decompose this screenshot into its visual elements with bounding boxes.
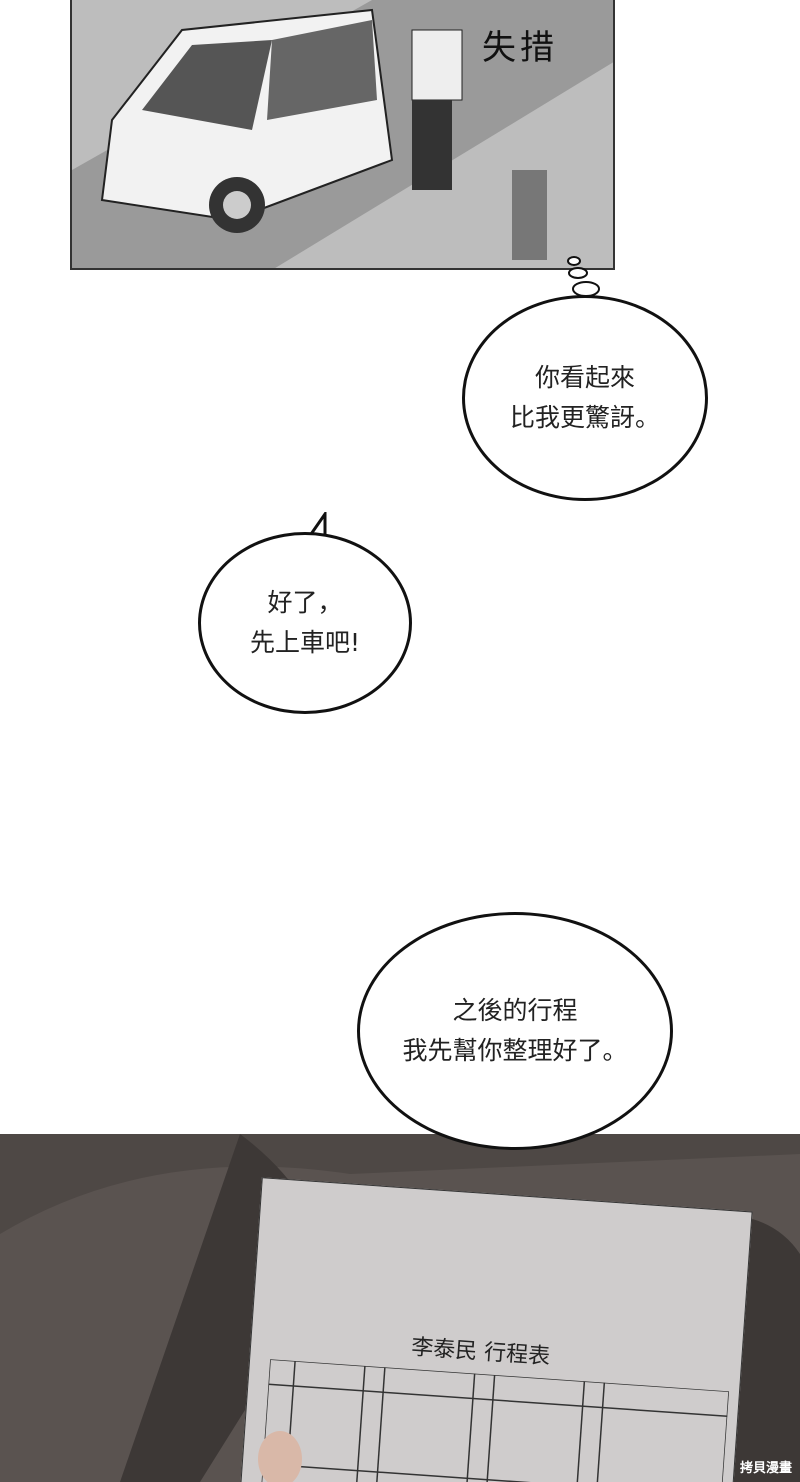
thumb: [258, 1431, 302, 1482]
schedule-title: 李泰民 行程表: [410, 1335, 551, 1370]
comic-panel-parking-lot: 失措: [70, 0, 615, 270]
bubble-line: 我先幫你整理好了。: [402, 1036, 628, 1065]
watermark: 拷貝漫畫: [739, 1461, 792, 1476]
bubble-line: 比我更驚訝。: [509, 403, 660, 432]
sound-effect-text: 失措: [482, 28, 558, 68]
bubble-line: 你看起來: [534, 363, 635, 392]
speech-bubble-2: 好了， 先上車吧!: [198, 532, 412, 714]
comic-panel-schedule: 李泰民 行程表 拷貝漫畫: [0, 1134, 800, 1482]
schedule-table: [260, 1359, 730, 1482]
bubble-line: 之後的行程: [452, 996, 578, 1025]
bubble-line: 先上車吧!: [249, 628, 361, 657]
speech-bubble-1: 你看起來比我更驚訝。: [462, 295, 708, 501]
speech-bubble-3: 之後的行程我先幫你整理好了。: [357, 912, 673, 1150]
bubble-line: 好了，: [267, 588, 343, 617]
van-illustration: [72, 0, 613, 268]
thought-bubble-tail: [567, 256, 600, 297]
schedule-sheet: 李泰民 行程表: [239, 1177, 753, 1482]
